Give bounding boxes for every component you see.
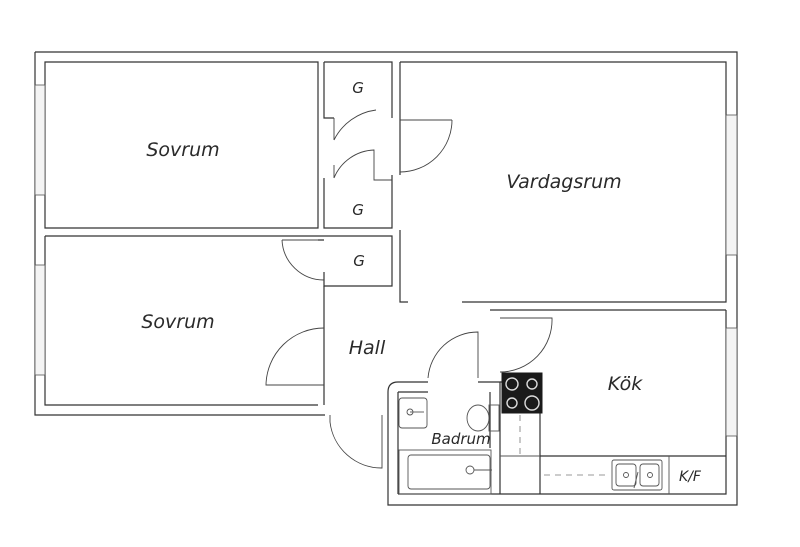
label-sovrum-top: Sovrum (146, 139, 219, 161)
door-entrance (329, 415, 383, 469)
kitchen-sink (611, 459, 663, 491)
window-vardagsrum (725, 114, 738, 256)
label-badrum: Badrum (431, 430, 490, 448)
door-badrum (427, 331, 479, 379)
door-closet-3 (281, 239, 325, 281)
label-closet-1: G (352, 79, 364, 97)
door-closet-1 (333, 109, 377, 141)
closets (318, 61, 393, 405)
window-kok (725, 327, 738, 437)
bathtub (398, 449, 492, 495)
windows (34, 84, 738, 437)
washbasin (398, 397, 428, 429)
door-kok (499, 317, 553, 373)
outer-walls (34, 51, 738, 506)
window-sovrum-top (34, 84, 46, 196)
bathroom (387, 381, 501, 495)
label-closet-2: G (352, 201, 364, 219)
label-kf: K/F (679, 469, 702, 485)
door-sovrum-bottom (265, 327, 325, 386)
kitchen (500, 372, 726, 494)
window-sovrum-bottom (34, 264, 46, 376)
label-closet-3: G (353, 252, 365, 270)
door-closet-2 (333, 149, 392, 181)
door-vardagsrum (399, 119, 453, 173)
label-hall: Hall (349, 337, 386, 359)
label-sovrum-bottom: Sovrum (141, 311, 214, 333)
label-kok: Kök (608, 373, 643, 395)
toilet-bowl (466, 404, 490, 432)
label-vardagsrum: Vardagsrum (506, 171, 621, 193)
doors (265, 109, 553, 469)
